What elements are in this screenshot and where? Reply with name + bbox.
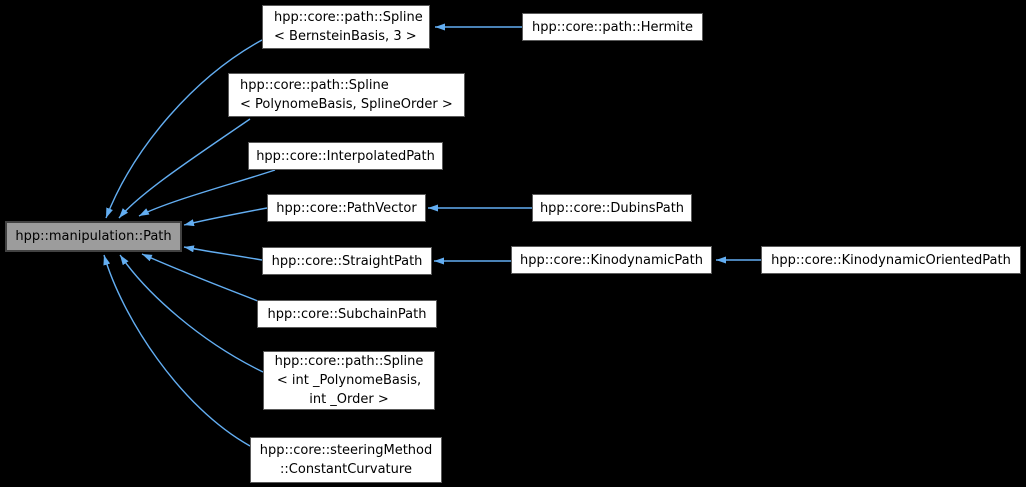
node-label: hpp::core::KinodynamicOrientedPath <box>771 252 1011 268</box>
node-label: hpp::core::StraightPath <box>271 253 423 269</box>
node-spline-polynome[interactable]: hpp::core::path::Spline < PolynomeBasis,… <box>228 73 465 117</box>
arrow-subchain-to-main <box>141 253 259 302</box>
node-hermite[interactable]: hpp::core::path::Hermite <box>522 13 703 41</box>
arrow-pathvector-to-main <box>183 207 268 227</box>
node-hpp-manipulation-path: hpp::manipulation::Path <box>5 221 182 252</box>
arrow-straight-to-main <box>183 245 263 261</box>
node-label: ::ConstantCurvature <box>280 462 412 477</box>
arrow-constant-curvature-to-main <box>103 254 251 447</box>
node-label: int _Order > <box>309 392 389 407</box>
node-label: < BernsteinBasis, 3 > <box>274 29 417 44</box>
node-straight-path[interactable]: hpp::core::StraightPath <box>262 247 432 275</box>
node-label: hpp::manipulation::Path <box>15 229 172 244</box>
node-label: hpp::core::SubchainPath <box>267 306 427 322</box>
node-label: hpp::core::DubinsPath <box>539 200 685 216</box>
node-spline-bernstein[interactable]: hpp::core::path::Spline < BernsteinBasis… <box>262 5 430 49</box>
node-label: < int _PolynomeBasis, <box>276 373 422 388</box>
node-label: < PolynomeBasis, SplineOrder > <box>240 97 453 112</box>
arrow-spline-polynome-to-main <box>118 118 251 219</box>
node-label: hpp::core::InterpolatedPath <box>256 148 435 164</box>
node-label: hpp::core::PathVector <box>276 200 417 216</box>
node-label: hpp::core::path::Spline <box>240 78 389 93</box>
arrow-interpolated-to-main <box>138 169 276 217</box>
node-dubins-path[interactable]: hpp::core::DubinsPath <box>532 194 692 222</box>
node-label: hpp::core::path::Spline <box>274 354 424 369</box>
arrow-spline-bernstein-to-main <box>105 39 263 219</box>
node-label: hpp::core::path::Spline <box>274 10 423 25</box>
node-label: hpp::core::KinodynamicPath <box>520 252 703 268</box>
arrow-spline-int-to-main <box>119 254 264 373</box>
node-spline-int[interactable]: hpp::core::path::Spline < int _PolynomeB… <box>263 351 435 410</box>
node-label: hpp::core::steeringMethod <box>259 443 433 458</box>
node-interpolated-path[interactable]: hpp::core::InterpolatedPath <box>248 142 443 170</box>
node-path-vector[interactable]: hpp::core::PathVector <box>267 194 426 222</box>
node-subchain-path[interactable]: hpp::core::SubchainPath <box>257 300 437 328</box>
node-kinodynamic-oriented-path[interactable]: hpp::core::KinodynamicOrientedPath <box>761 246 1021 274</box>
node-label: hpp::core::path::Hermite <box>532 19 693 35</box>
node-constant-curvature[interactable]: hpp::core::steeringMethod ::ConstantCurv… <box>250 437 442 483</box>
node-kinodynamic-path[interactable]: hpp::core::KinodynamicPath <box>511 246 712 274</box>
